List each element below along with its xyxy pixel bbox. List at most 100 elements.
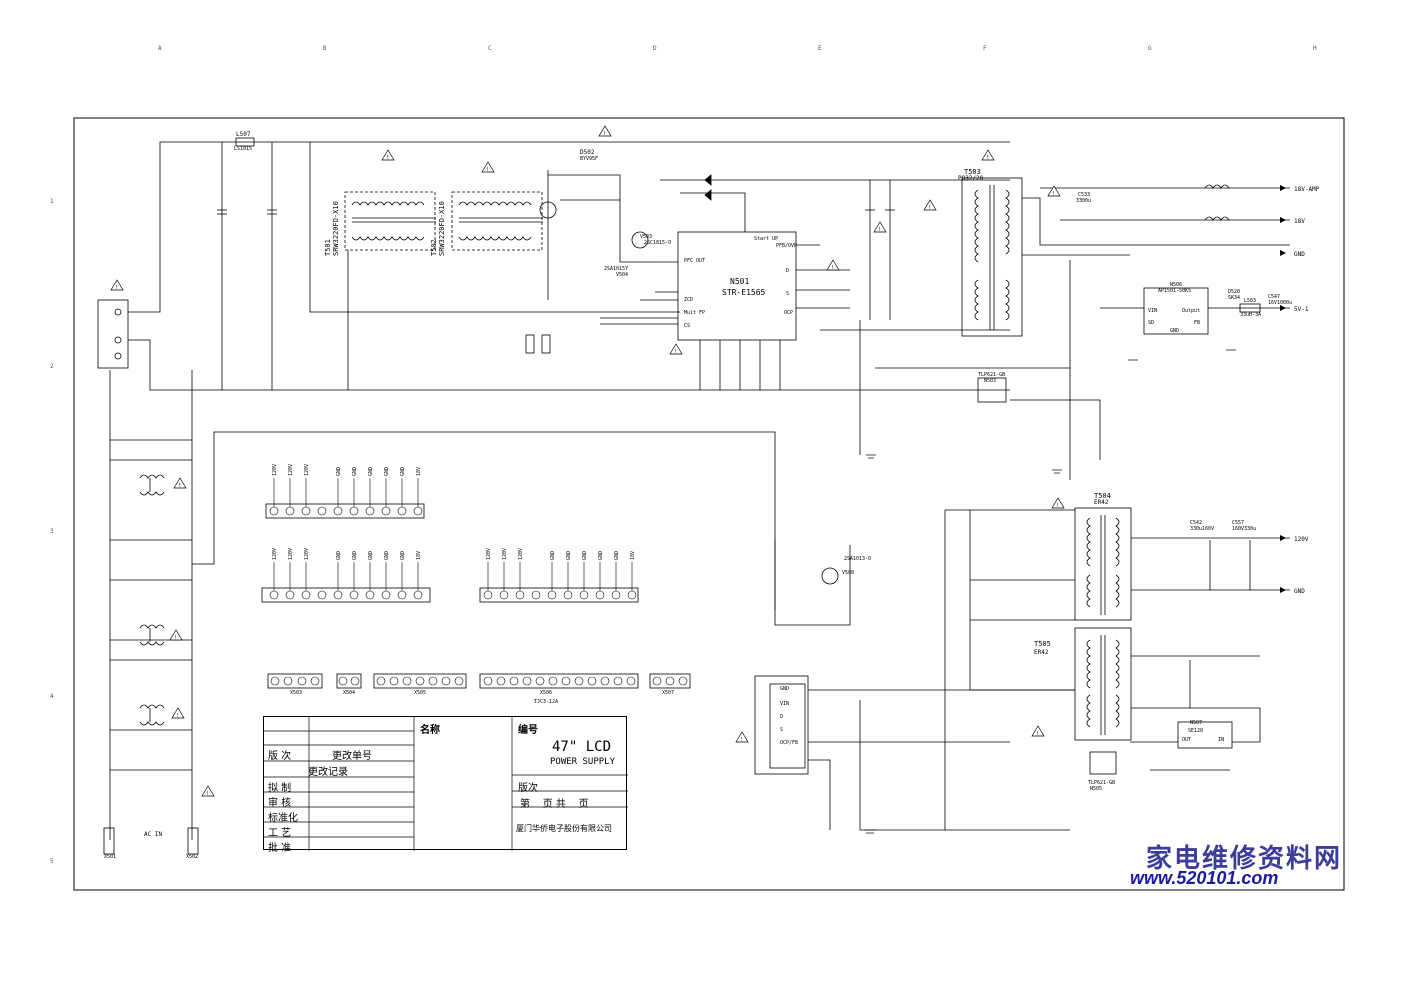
n508-body xyxy=(754,675,809,775)
t501-part: SRW3220FD-X10 xyxy=(332,201,340,256)
v508-value: 2SA1013-O xyxy=(844,556,871,562)
warning-marks: !!!! !!!! !!!! !!!!! xyxy=(115,131,1059,797)
tb-number-label: 编号 xyxy=(518,725,538,736)
n505-ref: N505 xyxy=(1090,786,1102,792)
n501-pin-ocp: OCP xyxy=(784,310,793,316)
t501-body xyxy=(344,191,436,251)
x505-label: X505 xyxy=(414,690,426,696)
svg-text:120V: 120V xyxy=(272,548,278,560)
svg-text:18V: 18V xyxy=(416,551,422,560)
v504-ref: V504 xyxy=(616,272,628,278)
t505-part: ER42 xyxy=(1034,649,1049,656)
t503-body xyxy=(961,177,1023,337)
watermark-url: www.520101.com xyxy=(1130,868,1279,888)
svg-text:!: ! xyxy=(115,285,118,291)
l507-ref: L507 xyxy=(236,131,251,138)
t503-ref: T503 xyxy=(964,168,981,176)
d502-value: BYV95F xyxy=(580,156,598,162)
svg-text:!: ! xyxy=(986,155,989,161)
grid-col-f: F xyxy=(983,45,987,52)
tb-standard-label: 标准化 xyxy=(268,813,298,824)
grid-col-d: D xyxy=(653,45,657,52)
grid-col-a: A xyxy=(158,45,162,52)
watermark-cn: 家电维修资料网 xyxy=(1146,844,1343,874)
svg-text:!: ! xyxy=(174,635,177,641)
c533-ref: C533 xyxy=(1078,192,1090,198)
svg-text:!: ! xyxy=(1052,191,1055,197)
connector-top-1 xyxy=(265,503,425,519)
c547-ref: C547 xyxy=(1268,294,1280,300)
t502-part: SRW3220FD-X10 xyxy=(438,201,446,256)
n501-pin-mult: Mult FP xyxy=(684,310,705,316)
n501-pin-cs: CS xyxy=(684,323,690,329)
svg-text:120V: 120V xyxy=(304,548,310,560)
ac-socket xyxy=(97,299,129,369)
ground-symbols xyxy=(864,349,1236,834)
n501-part: STR-E1565 xyxy=(722,288,766,297)
svg-text:GND: GND xyxy=(582,551,588,560)
n506-ref: N506 xyxy=(1170,282,1182,288)
svg-text:GND: GND xyxy=(368,467,374,476)
svg-text:!: ! xyxy=(740,737,743,743)
x507-label: X507 xyxy=(662,690,674,696)
tb-version-label: 版 次 xyxy=(268,751,292,762)
n507-ref: N507 xyxy=(1190,720,1202,726)
title-block-grid xyxy=(264,717,628,851)
v504-value: 2SA1015Y xyxy=(604,266,628,272)
svg-text:120V: 120V xyxy=(304,464,310,476)
n508-pin-d: D xyxy=(780,714,783,720)
n506-pin-output: Output xyxy=(1182,308,1200,314)
svg-text:!: ! xyxy=(831,265,834,271)
v503-ref: V503 xyxy=(640,234,652,240)
connector-header-labels: 120V 120V 120V GND GND GND GND GND 18V 1… xyxy=(272,464,636,560)
t505-body xyxy=(1074,627,1132,741)
svg-text:!: ! xyxy=(928,205,931,211)
n503-ref: N503 xyxy=(984,378,996,384)
connector-x503-style-2 xyxy=(261,587,431,603)
n501-pin-pfc-out: PFC OUT xyxy=(684,258,705,264)
t501-ref: T501 xyxy=(324,239,332,256)
l503-value: 33uH-3A xyxy=(1240,312,1261,318)
svg-text:!: ! xyxy=(486,167,489,173)
warning-triangles xyxy=(110,125,1065,797)
svg-text:!: ! xyxy=(206,791,209,797)
grid-col-b: B xyxy=(323,45,327,52)
x504-label: X504 xyxy=(343,690,355,696)
t502-body xyxy=(451,191,543,251)
ac-in-label: AC IN xyxy=(144,831,162,838)
n506-part: AP1501-50K5 xyxy=(1158,288,1191,294)
rail-120v: 120V xyxy=(1294,536,1309,543)
svg-text:120V: 120V xyxy=(518,548,524,560)
tb-page-label: 第 页 共 页 xyxy=(520,799,589,810)
rail-gnd-1: GND xyxy=(1294,251,1305,258)
svg-text:!: ! xyxy=(603,131,606,137)
svg-text:GND: GND xyxy=(400,467,406,476)
c547-value: 16V1000u xyxy=(1268,300,1292,306)
svg-text:GND: GND xyxy=(566,551,572,560)
n501-ref: N501 xyxy=(730,277,749,286)
x503-label: X503 xyxy=(290,690,302,696)
svg-text:!: ! xyxy=(178,483,181,489)
n508-pin-vin: VIN xyxy=(780,701,789,707)
connector-pins xyxy=(269,506,688,686)
n501-pin-d: D xyxy=(786,268,789,274)
rail-5v: 5V-1 xyxy=(1294,306,1309,313)
n501-pin-startup: Start UP xyxy=(754,236,778,242)
tb-name-label: 名称 xyxy=(420,725,440,736)
n507-pin-in: IN xyxy=(1218,737,1224,743)
d520-value: SK34 xyxy=(1228,295,1240,301)
grid-col-e: E xyxy=(818,45,822,52)
svg-text:!: ! xyxy=(1036,731,1039,737)
grid-row-4: 4 xyxy=(50,693,54,700)
svg-text:GND: GND xyxy=(614,551,620,560)
grid-col-h: H xyxy=(1313,45,1317,52)
svg-text:GND: GND xyxy=(400,551,406,560)
grid-col-g: G xyxy=(1148,45,1152,52)
n508-pin-ocp: OCP/FB xyxy=(780,740,798,746)
connector-stubs xyxy=(273,478,633,591)
v503-value: 2SC1815-O xyxy=(644,240,671,246)
n508-pin-gnd: GND xyxy=(780,686,789,692)
rail-18v-amp: 18V-AMP xyxy=(1294,186,1320,193)
svg-text:18V: 18V xyxy=(630,551,636,560)
n501-pin-zcd: ZCD xyxy=(684,297,693,303)
